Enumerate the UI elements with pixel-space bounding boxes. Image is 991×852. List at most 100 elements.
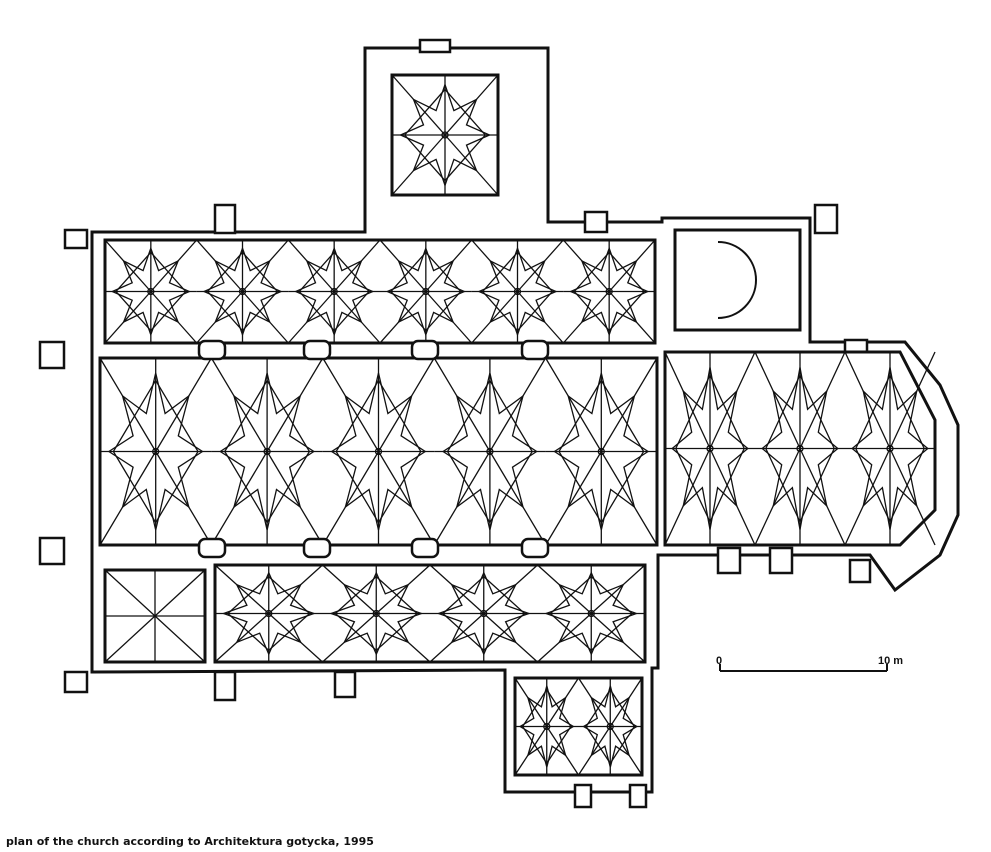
diamond-rib xyxy=(855,373,925,524)
diamond-rib xyxy=(334,575,419,652)
vault-bay xyxy=(545,357,658,546)
rib xyxy=(333,291,381,344)
rib xyxy=(577,726,611,776)
rib xyxy=(429,564,485,614)
star-rib xyxy=(107,372,204,531)
pier xyxy=(410,537,440,559)
rib xyxy=(333,239,381,292)
rib xyxy=(150,291,198,344)
diamond-rib xyxy=(206,251,279,332)
buttress xyxy=(38,536,66,566)
rib xyxy=(889,448,936,546)
vault-bay xyxy=(196,239,289,344)
star-rib xyxy=(329,571,424,656)
pier xyxy=(410,339,440,361)
boss xyxy=(238,287,247,296)
rib xyxy=(425,291,473,344)
rib xyxy=(196,239,243,292)
vault-bay xyxy=(379,239,473,344)
pier xyxy=(520,537,550,559)
rib xyxy=(471,239,518,292)
boss xyxy=(606,722,614,731)
diamond-rib xyxy=(585,688,636,765)
rib xyxy=(545,451,602,546)
rib xyxy=(287,239,335,292)
rib xyxy=(155,357,212,452)
boss xyxy=(330,287,338,296)
diamond-rib xyxy=(335,379,422,524)
rib xyxy=(546,677,580,727)
boss xyxy=(513,287,522,296)
vault-bay xyxy=(287,239,381,344)
north-aisle-vault xyxy=(104,239,656,344)
north-tower-vault xyxy=(391,74,499,196)
boss xyxy=(147,287,155,296)
rib xyxy=(754,351,801,449)
rib xyxy=(609,726,643,776)
star-rib xyxy=(441,372,538,531)
rib xyxy=(483,564,538,614)
scale-end-label: 10 m xyxy=(878,655,903,667)
diamond-rib xyxy=(112,379,199,524)
rib xyxy=(266,357,324,452)
rib xyxy=(104,569,156,617)
rib xyxy=(433,451,491,546)
diamond-rib xyxy=(481,251,554,332)
rib xyxy=(322,613,377,663)
rib xyxy=(391,134,446,196)
vault-bay xyxy=(664,351,756,546)
rib xyxy=(709,351,756,449)
buttress xyxy=(848,558,872,584)
rib xyxy=(214,564,270,614)
boss xyxy=(886,444,894,453)
boss xyxy=(605,287,613,296)
star-rib xyxy=(436,571,531,656)
rib xyxy=(664,448,711,546)
rib xyxy=(444,74,499,136)
rib xyxy=(375,613,431,663)
buttress xyxy=(213,670,237,702)
rib xyxy=(590,613,646,663)
rib xyxy=(242,239,289,292)
rib xyxy=(514,677,548,727)
diamond-rib xyxy=(115,251,187,332)
buttress xyxy=(716,546,742,575)
rib xyxy=(562,291,610,344)
rib xyxy=(600,357,658,452)
vault-bay xyxy=(214,564,323,663)
boss xyxy=(796,444,804,453)
buttress xyxy=(38,340,66,370)
rib xyxy=(425,239,473,292)
rib xyxy=(214,613,270,663)
buttress xyxy=(628,783,648,809)
rib xyxy=(433,357,491,452)
diamond-rib xyxy=(224,379,311,524)
rib xyxy=(429,613,485,663)
diamond-rib xyxy=(226,575,311,652)
buttress xyxy=(813,203,839,235)
vault-bay xyxy=(844,351,936,546)
rib xyxy=(489,357,547,452)
plan-caption: plan of the church according to Architek… xyxy=(6,835,374,848)
rib xyxy=(489,451,547,546)
buttress xyxy=(768,546,794,575)
south-porch-vault xyxy=(514,677,643,776)
boss xyxy=(374,447,383,456)
diamond-rib xyxy=(765,373,835,524)
rib xyxy=(322,564,377,614)
star-rib xyxy=(569,246,650,337)
buttress xyxy=(573,783,593,809)
rib xyxy=(99,451,157,546)
rib xyxy=(379,239,427,292)
rib xyxy=(322,357,380,452)
pier xyxy=(302,537,332,559)
diamond-rib xyxy=(573,251,645,332)
rib xyxy=(517,239,564,292)
star-rib xyxy=(385,246,466,337)
scale-bar: 0 10 m xyxy=(716,655,903,672)
rib xyxy=(104,615,156,663)
rib xyxy=(546,726,580,776)
rib xyxy=(799,448,846,546)
rib xyxy=(379,291,427,344)
